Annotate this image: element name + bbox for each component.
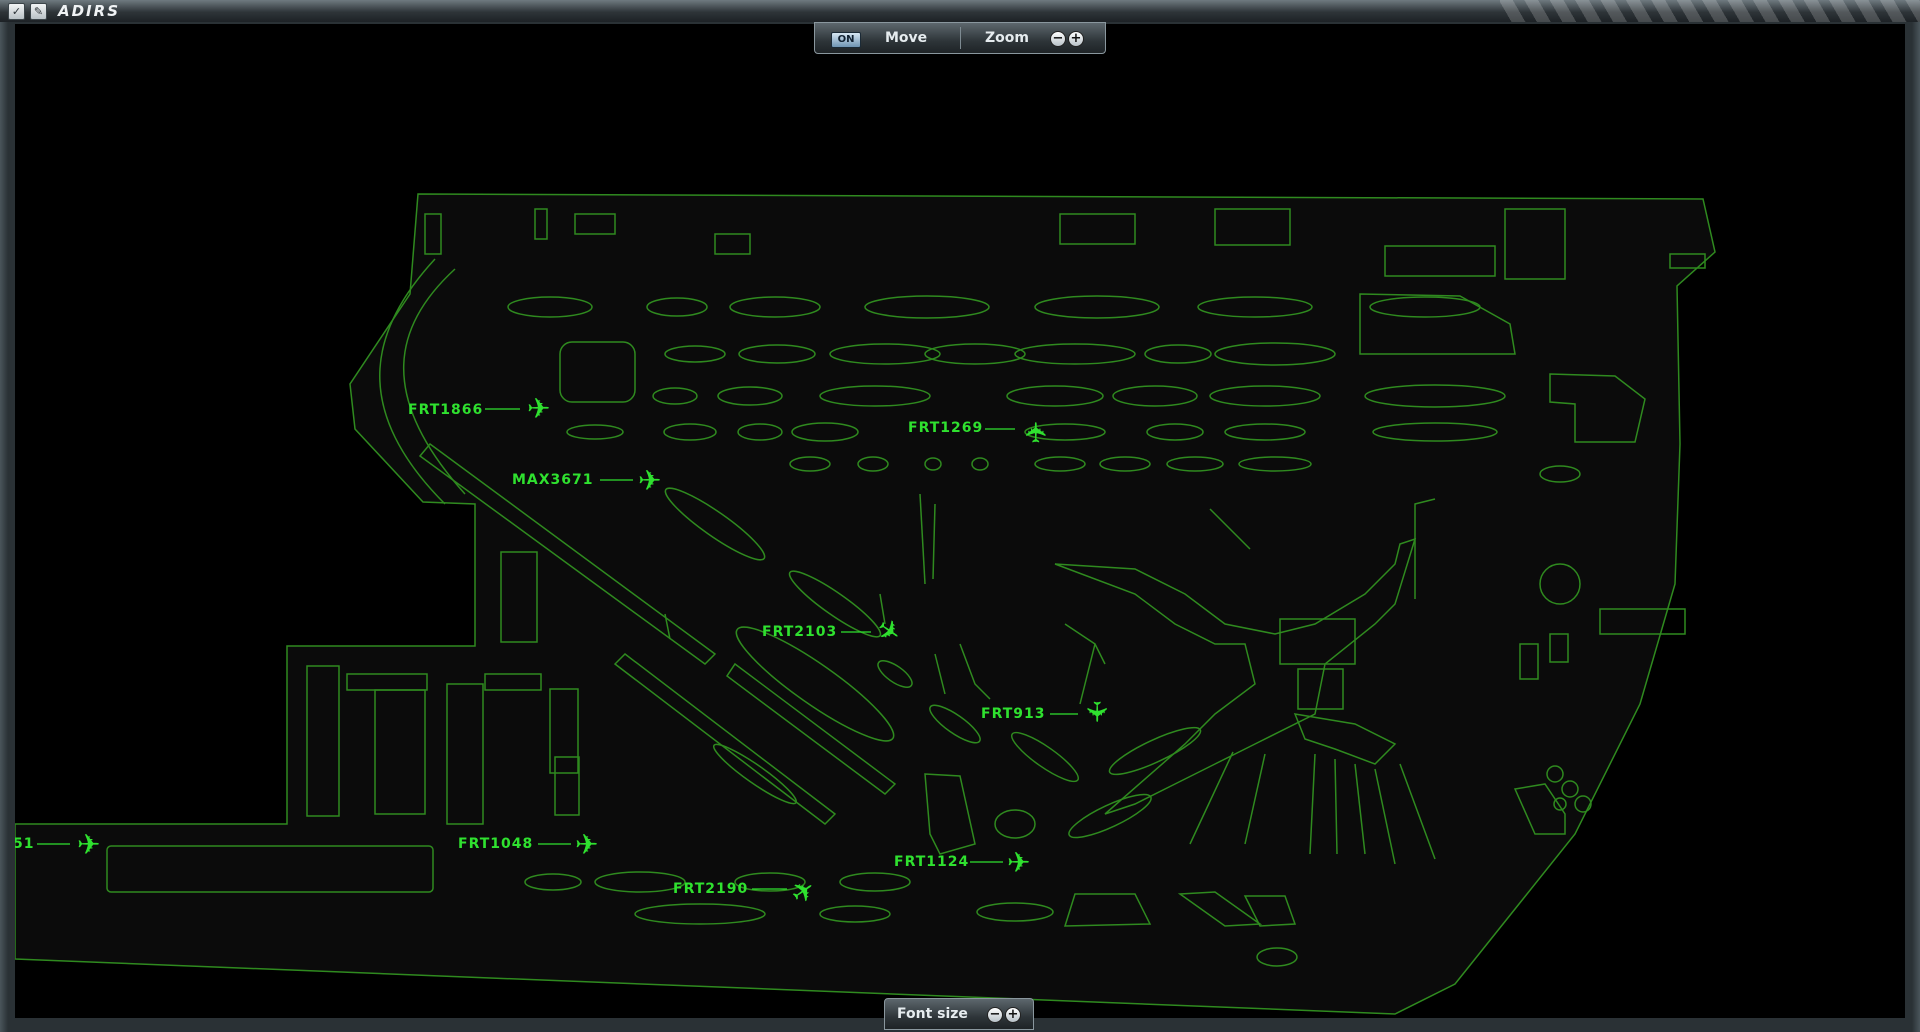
airplane-icon: ✈ (527, 392, 550, 425)
airplane-icon: ✈ (1007, 846, 1030, 879)
callsign-label: FRT913 (981, 706, 1046, 722)
callsign-label: MAX3671 (512, 472, 594, 488)
zoom-out-button[interactable]: − (1050, 31, 1066, 47)
stands-row-3 (652, 373, 1646, 443)
aircraft-frt2190[interactable]: FRT2190 ✈ (673, 871, 823, 911)
checkbox-icon[interactable]: ✓ (8, 3, 25, 20)
airport-map[interactable]: FRT1866 ✈ FRT1269 ✈ MAX3671 ✈ FRT2103 ✈ … (15, 24, 1905, 1018)
stands-row-2 (559, 293, 1516, 403)
aircraft-layer: FRT1866 ✈ FRT1269 ✈ MAX3671 ✈ FRT2103 ✈ … (15, 392, 1113, 912)
callsign-label: FRT2190 (673, 881, 748, 897)
title-bar: ✓ ✎ ADIRS (0, 0, 1920, 23)
divider (960, 27, 961, 49)
font-size-panel: Font size − + (884, 998, 1034, 1030)
title-bar-stripes (1500, 0, 1920, 22)
zoom-in-button[interactable]: + (1068, 31, 1084, 47)
aircraft-frt1048[interactable]: FRT1048 ✈ (458, 828, 598, 861)
runway-diagonal (418, 442, 717, 665)
edit-icon[interactable]: ✎ (30, 3, 47, 20)
stands-row-4 (566, 422, 1498, 442)
zoom-label: Zoom (985, 30, 1029, 46)
airplane-icon: ✈ (870, 611, 908, 651)
airplane-icon: ✈ (77, 828, 100, 861)
airplane-icon: ✈ (575, 828, 598, 861)
airplane-icon: ✈ (1080, 700, 1113, 723)
airport-perimeter (15, 193, 1716, 1015)
font-increase-button[interactable]: + (1005, 1007, 1021, 1023)
aircraft-frt1866[interactable]: FRT1866 ✈ (408, 392, 550, 425)
aircraft-max3671[interactable]: MAX3671 ✈ (512, 464, 661, 497)
aircraft-partial-left[interactable]: 51 ✈ (15, 828, 100, 861)
runway-diagonal-2 (613, 653, 837, 825)
callsign-label: FRT1866 (408, 402, 483, 418)
terminal-east (1054, 537, 1417, 815)
window-title: ADIRS (58, 2, 120, 20)
airplane-icon: ✈ (1020, 421, 1053, 444)
airplane-icon: ✈ (784, 871, 822, 911)
aircraft-frt1269[interactable]: FRT1269 ✈ (908, 420, 1053, 444)
stands-row-1 (507, 295, 1481, 319)
aircraft-frt913[interactable]: FRT913 ✈ (981, 700, 1113, 723)
font-size-label: Font size (897, 1006, 968, 1022)
on-toggle[interactable]: ON (831, 32, 861, 48)
callsign-label: FRT1269 (908, 420, 983, 436)
aircraft-frt2103[interactable]: FRT2103 ✈ (762, 611, 908, 651)
airport-layout (15, 193, 1716, 1015)
runway-west (106, 845, 434, 893)
font-decrease-button[interactable]: − (987, 1007, 1003, 1023)
callsign-label: 51 (15, 836, 34, 852)
stands-row-5 (789, 456, 1581, 483)
map-control-panel: ON Move Zoom − + (814, 22, 1106, 54)
airplane-icon: ✈ (638, 464, 661, 497)
callsign-label: FRT1048 (458, 836, 533, 852)
callsign-label: FRT2103 (762, 624, 837, 640)
move-button[interactable]: Move (885, 30, 928, 46)
aircraft-frt1124[interactable]: FRT1124 ✈ (894, 846, 1030, 879)
callsign-label: FRT1124 (894, 854, 969, 870)
